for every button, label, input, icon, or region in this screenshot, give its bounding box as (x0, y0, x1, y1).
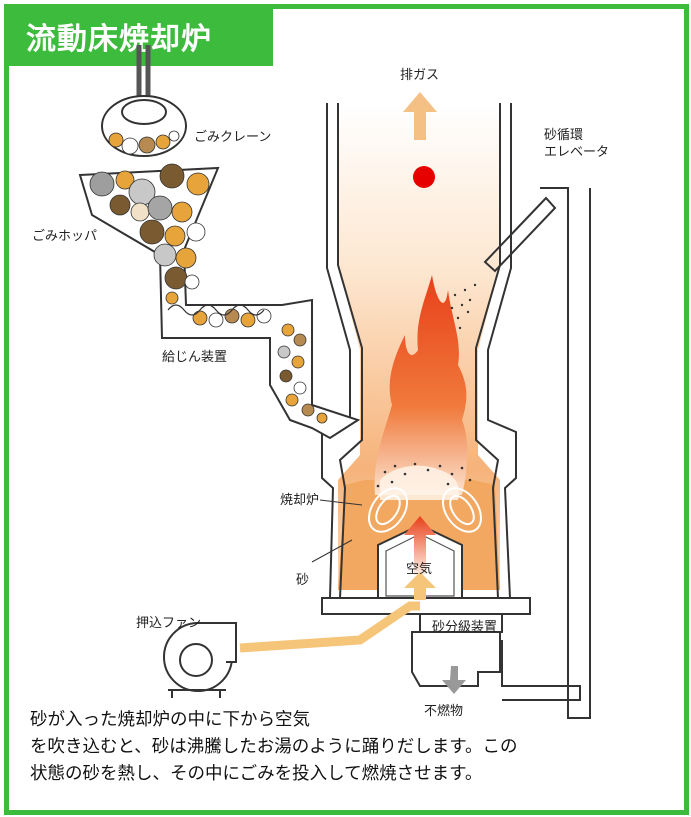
crane-waste (108, 130, 180, 155)
label-non-combustible: 不燃物 (424, 704, 464, 719)
leader-lines (311, 499, 363, 563)
description-line-2: を吹き込むと、砂は沸騰したお湯のように踊りだします。この (30, 737, 518, 757)
label-crane: ごみクレーン (194, 130, 272, 145)
air-inlet-arrow (404, 572, 436, 600)
sand-particles (376, 283, 477, 488)
label-feeder: 給じん装置 (162, 350, 228, 365)
non-combustible-arrow (442, 666, 466, 694)
label-air: 空気 (406, 562, 433, 577)
label-sand: 砂 (296, 573, 310, 588)
description-line-1: 砂が入った焼却炉の中に下から空気 (30, 710, 310, 730)
label-sand-classifier: 砂分級装置 (432, 620, 498, 635)
page-title: 流動床焼却炉 (26, 22, 212, 57)
distributor-plate (321, 597, 531, 615)
label-hopper: ごみホッパ (32, 229, 98, 244)
hot-air-arrow (404, 516, 436, 575)
label-sand-elevator: 砂循環 エレベータ (544, 128, 610, 160)
waste-contents (89, 163, 328, 424)
exhaust-arrow (403, 92, 437, 140)
screw-feeder (167, 304, 265, 316)
push-fan (163, 622, 237, 698)
label-exhaust: 排ガス (400, 68, 440, 83)
sand-classifier-unit (411, 613, 503, 687)
flame (374, 275, 468, 495)
marker-dot (413, 166, 435, 188)
air-duct (239, 601, 420, 653)
sand-circulation (367, 487, 483, 533)
description-text: 砂が入った焼却炉の中に下から空気 を吹き込むと、砂は沸騰したお湯のように踊りだし… (30, 707, 670, 788)
description-line-3: 状態の砂を熱し、その中にごみを投入して燃焼させます。 (30, 764, 483, 784)
sand-elevator (483, 187, 591, 719)
label-incinerator: 焼却炉 (280, 493, 320, 508)
label-push-fan: 押込ファン (136, 616, 202, 631)
